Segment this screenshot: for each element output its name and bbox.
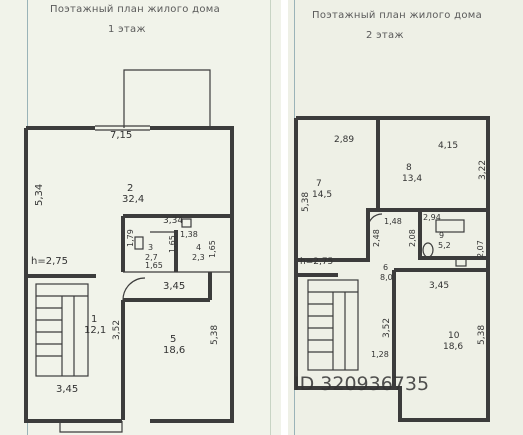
room-9-area: 5,2 <box>438 241 451 250</box>
floor-2-subtitle: 2 этаж <box>366 30 404 41</box>
room-8-area: 13,4 <box>402 174 422 184</box>
dim-room7-height: 5,38 <box>301 192 311 212</box>
dim-bath-vert: 1,79 <box>126 229 135 247</box>
dim-hall-width: 3,45 <box>163 281 185 292</box>
room-10-area: 18,6 <box>443 342 463 352</box>
room-4-area: 2,3 <box>192 253 205 262</box>
dim-corr-height: 2,48 <box>372 229 381 247</box>
dim-room4-h: 1,65 <box>208 240 217 258</box>
margin-line <box>270 0 271 435</box>
door-arc <box>367 213 383 229</box>
dim-corr-width: 1,48 <box>384 217 402 226</box>
room-6-area: 8,0 <box>380 273 393 282</box>
outer-wall-right <box>150 126 234 423</box>
dim-bath-width: 3,34 <box>163 216 183 226</box>
room-4-number: 4 <box>196 243 201 252</box>
floor-1-plan: 7,15 5,34 3,34 1,79 1,38 1,65 1,65 1,65 … <box>24 69 234 433</box>
floor-2-title: Поэтажный план жилого дома <box>312 10 483 21</box>
dim-stairs-height: 3,52 <box>382 318 392 338</box>
floor-2-panel: Поэтажный план жилого дома 2 этаж <box>288 0 523 435</box>
room-1-number: 1 <box>91 314 97 325</box>
outer-wall-left <box>24 128 122 423</box>
door-arc <box>122 277 146 301</box>
upper-rooms-bottom <box>296 208 488 262</box>
stair-steps <box>36 295 88 376</box>
floor-1-subtitle: 1 этаж <box>108 24 146 35</box>
room-2-number: 2 <box>127 183 133 194</box>
room-5-area: 18,6 <box>163 345 185 356</box>
dim-bath-right: 2,07 <box>476 240 485 258</box>
bathtub <box>435 219 465 233</box>
porch <box>59 421 123 433</box>
ceiling-height: h=2,75 <box>300 257 333 267</box>
stair-steps <box>308 291 358 370</box>
dim-room4-w: 1,38 <box>180 230 198 239</box>
room-5-number: 5 <box>170 334 176 345</box>
dim-hall-width: 3,45 <box>429 281 449 291</box>
room-6-number: 6 <box>383 263 388 272</box>
room-3-number: 3 <box>148 243 153 252</box>
dim-room8-height: 3,22 <box>478 160 488 180</box>
dim-room3-w: 1,65 <box>145 261 163 270</box>
dim-bath-left: 2,08 <box>408 229 417 247</box>
dim-room7-width: 2,89 <box>334 135 354 145</box>
dim-room10-height: 5,38 <box>477 325 487 345</box>
toilet-fixture <box>422 242 434 258</box>
room-7-area: 14,5 <box>312 190 332 200</box>
room-3-area: 2,7 <box>145 253 158 262</box>
room-7-number: 7 <box>316 179 322 189</box>
floor-1-title: Поэтажный план жилого дома <box>50 4 221 15</box>
dim-bath-width: 2,94 <box>423 213 441 222</box>
sink-fixture <box>181 218 192 228</box>
room-10-number: 10 <box>448 331 460 341</box>
dim-room8-width: 4,15 <box>438 141 458 151</box>
balcony-outline <box>123 69 211 128</box>
room-8-number: 8 <box>406 163 412 173</box>
floor-1-panel: Поэтажный план жилого дома 1 этаж <box>0 0 281 435</box>
toilet-fixture <box>134 236 144 250</box>
sink-fixture <box>455 257 467 267</box>
room-1-area: 12,1 <box>84 325 106 336</box>
dim-entry-height: 3,52 <box>112 320 122 340</box>
watermark: ID 320936735 <box>294 373 429 395</box>
ceiling-height: h=2,75 <box>31 256 68 267</box>
panel-divider <box>281 0 288 435</box>
dim-room3-h: 1,65 <box>168 235 177 253</box>
dim-room5-height: 5,38 <box>210 325 220 345</box>
dim-left-height: 5,34 <box>34 184 45 206</box>
dim-top-width: 7,15 <box>110 130 132 141</box>
room-9-number: 9 <box>439 231 444 240</box>
dim-bottom-left: 1,28 <box>371 350 389 359</box>
dim-bottom-width: 3,45 <box>56 384 78 395</box>
room-2-area: 32,4 <box>122 194 144 205</box>
floor-2-plan: 2,89 4,15 5,38 3,22 1,48 2,48 2,08 2,94 … <box>294 116 490 422</box>
